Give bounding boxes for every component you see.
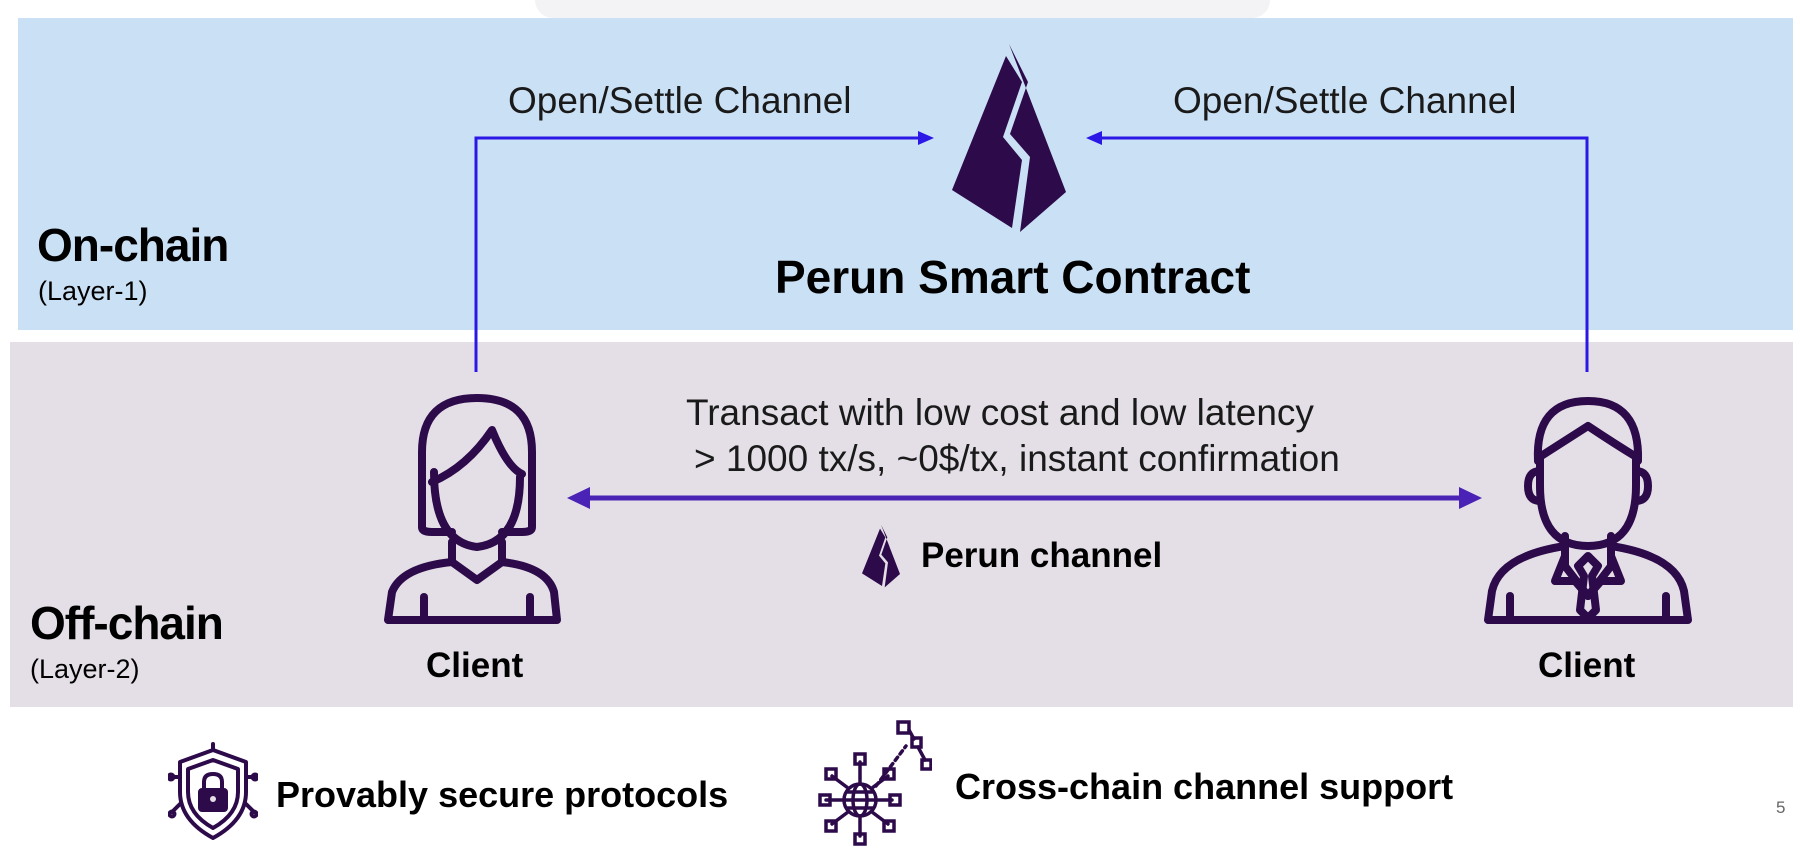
page-number: 5 — [1776, 798, 1786, 817]
perun-logo-icon — [952, 44, 1066, 232]
left-arrow-label: Open/Settle Channel — [508, 80, 852, 121]
top-fade — [535, 0, 1270, 18]
perun-channel-label: Perun channel — [921, 536, 1163, 575]
perun-channel-logo-icon — [862, 524, 900, 588]
offchain-subtitle: (Layer-2) — [30, 654, 140, 684]
onchain-layer-band — [18, 18, 1793, 330]
channel-right-arrowhead — [1459, 487, 1482, 509]
man-client-icon — [1484, 397, 1692, 624]
channel-description-line1: Transact with low cost and low latency — [686, 392, 1314, 433]
onchain-subtitle: (Layer-1) — [38, 276, 148, 306]
feature-secure-label: Provably secure protocols — [276, 774, 729, 815]
feature-crosschain-label: Cross-chain channel support — [955, 766, 1454, 807]
onchain-title: On-chain — [37, 219, 229, 271]
offchain-layer-band — [10, 342, 1793, 707]
channel-description-line2: > 1000 tx/s, ~0$/tx, instant confirmatio… — [694, 438, 1340, 479]
right-arrow-label: Open/Settle Channel — [1173, 80, 1517, 121]
contract-label: Perun Smart Contract — [775, 251, 1251, 303]
network-globe-icon — [818, 720, 932, 846]
right-client-label: Client — [1538, 646, 1636, 685]
right-arrowhead — [1086, 131, 1102, 145]
woman-client-icon — [384, 394, 561, 624]
secure-shield-icon — [168, 742, 258, 840]
left-client-label: Client — [426, 646, 524, 685]
offchain-title: Off-chain — [30, 597, 224, 649]
left-open-settle-arrow — [474, 136, 930, 372]
channel-left-arrowhead — [567, 487, 590, 509]
left-arrowhead — [918, 131, 934, 145]
right-open-settle-arrow — [1092, 136, 1589, 372]
